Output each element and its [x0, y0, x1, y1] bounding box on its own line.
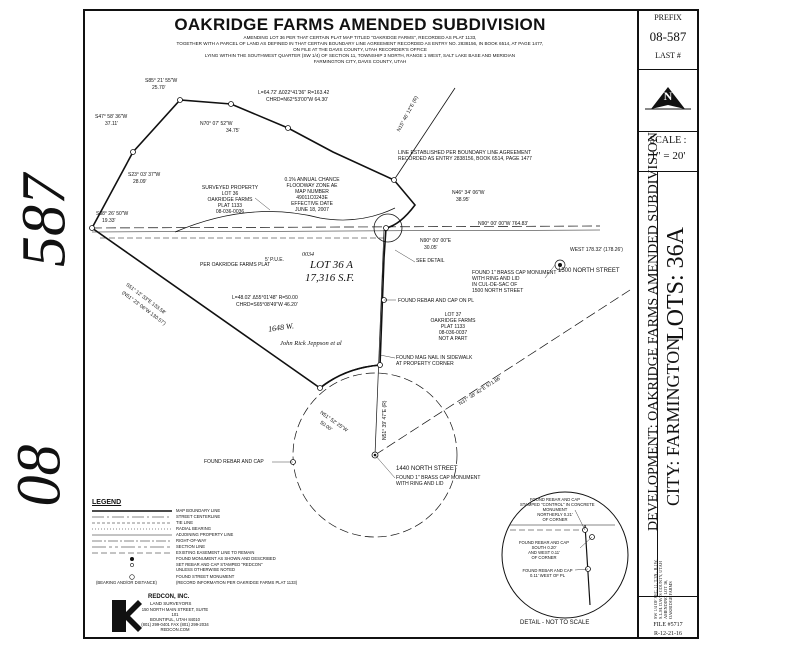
- north-label: N: [663, 89, 673, 103]
- margin-number-bottom: 08: [5, 444, 74, 507]
- square-feet-hand: 17,316 S.F.: [305, 272, 355, 284]
- label-arcb: CHRD=S65°08'49"W 46.20': [236, 302, 298, 308]
- label-n90b: N90° 00' 00"E: [420, 238, 452, 244]
- label-c5b: 28.09': [133, 179, 147, 185]
- plat-drawing: [89, 87, 631, 632]
- company-name: REDCON, INC.: [148, 594, 190, 600]
- found-rebar-pl: FOUND REBAR AND CAP ON PL: [398, 298, 475, 304]
- legend-title: LEGEND: [92, 499, 122, 506]
- development-name: DEVELOPMENT: OAKRIDGE FARMS AMENDED SUBD…: [646, 132, 661, 531]
- legend-item: FOUND MONUMENT AS SHOWN AND DESCRIBED: [176, 556, 276, 561]
- legend-item: STREET CENTERLINE: [176, 514, 221, 519]
- redcon-logo: [112, 600, 142, 632]
- detail-label: DETAIL - NOT TO SCALE: [520, 620, 590, 626]
- label-c6b: 19.33': [102, 218, 116, 224]
- scale-value: 1" = 20': [650, 150, 686, 162]
- label-c4b: CHRD=N62°53'00"W 64.30': [266, 97, 328, 103]
- prefix-label: PREFIX: [654, 13, 682, 22]
- label-n90c: 30.05': [424, 245, 438, 251]
- legend-item: TIE LINE: [176, 520, 193, 525]
- header-line-2: TOGETHER WITH A PARCEL OF LAND AS DEFINE…: [176, 41, 544, 46]
- label-c5: S23° 03' 37"W: [128, 172, 161, 178]
- prefix-value: 08-587: [649, 29, 687, 44]
- owner-hand: John Rick Jeppson et al: [280, 340, 342, 347]
- label-c3b: 34.75': [226, 128, 240, 134]
- legend-item: UNLESS OTHERWISE NOTED: [176, 567, 236, 572]
- header-line-1: AMENDING LOT 36 PER THAT CERTAIN PLAT MA…: [243, 35, 477, 40]
- north-arrow-icon: [643, 83, 693, 123]
- page-title: OAKRIDGE FARMS AMENDED SUBDIVISION: [174, 15, 546, 34]
- label-c2b: 37.11': [105, 121, 119, 127]
- label-c4: L=64.72' Δ022°41'36" R=163.42: [258, 90, 330, 96]
- legend-item: EXISTING EASEMENT LINE TO REMAIN: [176, 550, 255, 555]
- address-hand: 0034: [302, 252, 314, 258]
- company-sub: LAND SURVEYORS: [150, 601, 192, 606]
- title-block: PREFIX 08-587 LAST # N SCALE : 1" = 20' …: [639, 9, 699, 639]
- label-c3: N70° 07' 52"W: [200, 121, 233, 127]
- legend-item: RADIAL BEARING: [176, 526, 211, 531]
- label-arc: L=48.02' Δ55°01'48" R=50.00: [232, 295, 298, 301]
- legend-bearing-note: (BEARING AND/OR DISTANCE): [96, 580, 157, 585]
- label-n51: N51° 39' 47"E (R): [382, 400, 388, 440]
- label-c1b: 25.70': [152, 85, 166, 91]
- label-c1: S85° 21' 55"W: [145, 78, 178, 84]
- legend-item: ADJOINING PROPERTY LINE: [176, 532, 234, 537]
- pue-label: 5' P.U.E.: [265, 257, 284, 263]
- header-line-3: ON FILE AT THE DAVIS COUNTY, UTAH RECORD…: [293, 47, 427, 52]
- scale-label: SCALE :: [649, 135, 687, 146]
- date-code: R-12-21-16: [654, 631, 682, 637]
- header-line-5: FARMINGTON CITY, DAVIS COUNTY, UTAH: [313, 59, 407, 64]
- lot-number-hand: LOT 36 A: [310, 259, 354, 271]
- city-name: CITY: FARMINGTON: [663, 337, 683, 506]
- line-established-note: LINE ESTABLISHED PER BOUNDARY LINE AGREE…: [398, 150, 532, 162]
- legend-item: FOUND STREET MONUMENT: [176, 574, 235, 579]
- label-n90a: N90° 00' 00"W 764.83': [478, 221, 529, 227]
- legend-item: RIGHT-OF-WAY: [176, 538, 207, 543]
- see-detail: SEE DETAIL: [416, 258, 445, 264]
- label-n46: N46° 34' 06"W: [452, 190, 485, 196]
- plat-frame: [83, 9, 639, 639]
- margin-number-top: 587: [10, 174, 79, 267]
- street-1500-north: 1500 NORTH STREET: [558, 268, 620, 274]
- found-rebar-cap: FOUND REBAR AND CAP: [204, 459, 264, 465]
- legend-item: SET REBAR AND CAP STAMPED "REDCON": [176, 562, 263, 567]
- header-line-4: LYING WITHIN THE SOUTHWEST QUARTER (SW 1…: [204, 53, 516, 58]
- last-label: LAST #: [655, 51, 681, 60]
- legend-item: (RECORD INFORMATION PER OAKRIDGE FARMS P…: [176, 580, 298, 585]
- label-c6: S38° 26' 50"W: [96, 211, 129, 217]
- legend-item: MAP BOUNDARY LINE: [176, 508, 221, 513]
- label-west: WEST 178.32' (178.26'): [570, 247, 623, 253]
- per-oakridge-plat: PER OAKRIDGE FARMS PLAT: [200, 262, 271, 268]
- label-c2: S47° 58' 36"W: [95, 114, 128, 120]
- location-lines: SW 1/4 OF SEC. 11, T.3N., R.1W.S.L.M. DA…: [653, 559, 673, 620]
- label-n46b: 38.95': [456, 197, 470, 203]
- legend-item: SECTION LINE: [176, 544, 206, 549]
- file-number: FILE #5717: [653, 622, 683, 628]
- street-1440-north: 1440 NORTH STREET: [396, 466, 458, 472]
- lots-value: LOTS: 36A: [663, 227, 689, 341]
